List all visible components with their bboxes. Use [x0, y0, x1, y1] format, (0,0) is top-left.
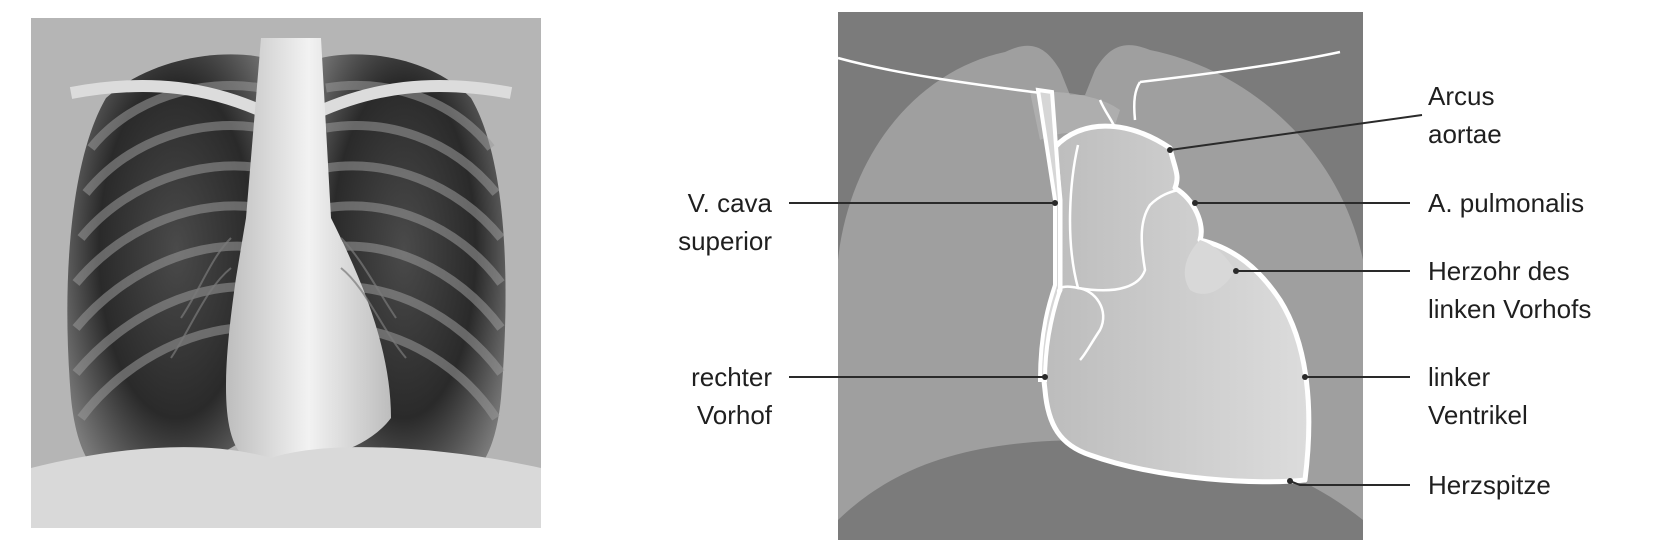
label-apex: Herzspitze — [1428, 470, 1551, 500]
label-left-ventricle: linker Ventrikel — [1428, 362, 1528, 430]
label-left-auricle: Herzohr des linken Vorhofs — [1428, 256, 1592, 324]
leader-apex — [1289, 480, 1410, 486]
label-vena-cava-superior: V. cava superior — [678, 188, 772, 256]
label-pulmonary-artery: A. pulmonalis — [1428, 188, 1585, 218]
heart-outline — [1040, 123, 1312, 485]
label-right-atrium: rechter Vorhof — [691, 362, 772, 430]
leader-aortic-arch — [1169, 114, 1423, 151]
chest-xray-image — [31, 18, 541, 528]
label-aortic-arch: Arcus aortae — [1428, 81, 1502, 149]
